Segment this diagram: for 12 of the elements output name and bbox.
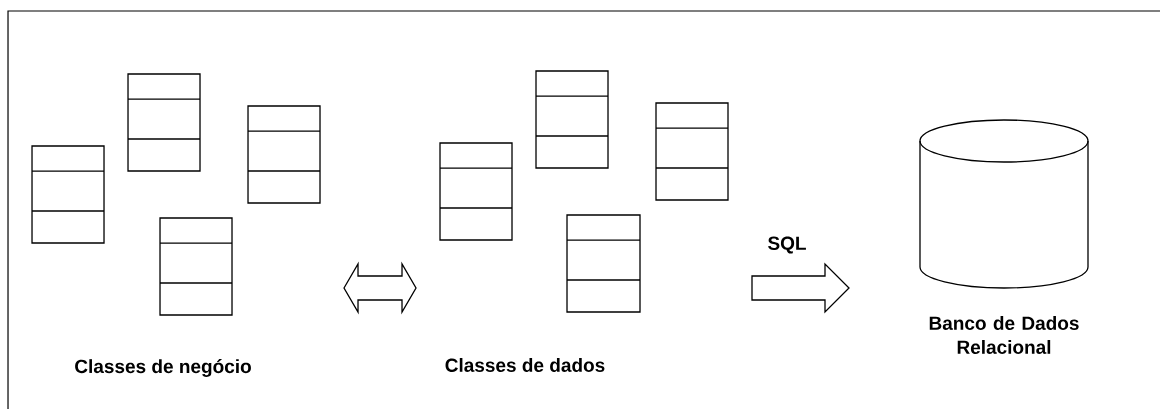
group-label: Classes de dados [445,358,605,372]
class-box [655,102,729,201]
database-label: Banco de Dados Relacional [929,316,1079,354]
class-box [566,214,641,313]
class-box [127,73,201,172]
class-box [439,142,513,241]
class-box [535,70,609,169]
group-label: Classes de negócio [75,359,251,377]
arrow-label: SQL [768,236,806,254]
class-box [159,217,233,316]
class-box [247,105,321,204]
class-box [31,145,105,244]
